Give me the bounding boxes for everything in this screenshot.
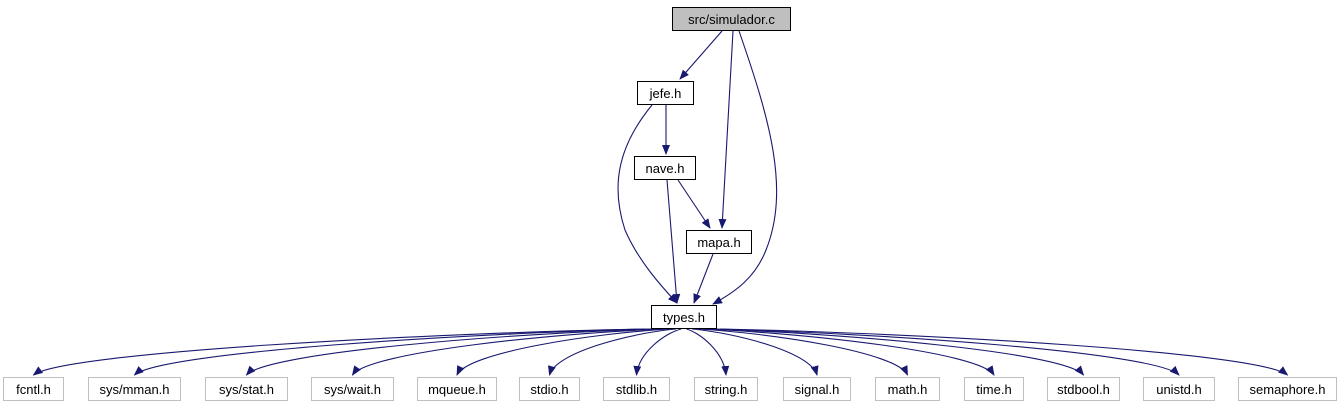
edge-simulador-to-types	[712, 30, 778, 305]
node-nave-h[interactable]: nave.h	[634, 156, 696, 180]
edge-simulador-to-jefe	[679, 30, 723, 80]
edge-simulador-to-mapa	[718, 30, 734, 229]
node-sys-mman-h[interactable]: sys/mman.h	[88, 377, 181, 401]
node-mapa-h[interactable]: mapa.h	[686, 230, 752, 254]
edge-types-to-fcntl	[32, 328, 646, 376]
edge-types-to-semaphore	[720, 328, 1289, 376]
node-math-h[interactable]: math.h	[875, 377, 940, 401]
node-time-h[interactable]: time.h	[964, 377, 1024, 401]
edge-types-to-stdio	[548, 328, 676, 376]
node-sys-stat-h[interactable]: sys/stat.h	[205, 377, 288, 401]
edge-nave-to-types	[666, 179, 681, 304]
node-fcntl-h[interactable]: fcntl.h	[3, 377, 64, 401]
node-signal-h[interactable]: signal.h	[783, 377, 851, 401]
node-string-h[interactable]: string.h	[694, 377, 758, 401]
edge-types-to-math	[697, 328, 908, 376]
node-sys-wait-h[interactable]: sys/wait.h	[311, 377, 394, 401]
edge-nave-to-mapa	[677, 179, 711, 229]
edge-types-to-unistd	[713, 328, 1180, 376]
edge-types-to-mqueue	[456, 328, 671, 376]
node-unistd-h[interactable]: unistd.h	[1143, 377, 1215, 401]
node-simulador-c[interactable]: src/simulador.c	[672, 7, 791, 31]
edge-types-to-stdbool	[707, 328, 1085, 376]
node-stdbool-h[interactable]: stdbool.h	[1047, 377, 1120, 401]
edge-mapa-to-types	[693, 253, 714, 304]
edge-types-to-wait	[351, 328, 665, 376]
edge-types-to-signal	[691, 328, 819, 376]
node-stdlib-h[interactable]: stdlib.h	[603, 377, 670, 401]
node-stdio-h[interactable]: stdio.h	[519, 377, 580, 401]
edge-types-to-stdlib	[633, 328, 682, 376]
edge-types-to-time	[702, 328, 995, 376]
node-jefe-h[interactable]: jefe.h	[637, 81, 694, 105]
node-types-h[interactable]: types.h	[651, 305, 717, 329]
edge-types-to-mman	[133, 328, 652, 376]
node-mqueue-h[interactable]: mqueue.h	[417, 377, 497, 401]
edge-jefe-to-types	[617, 104, 678, 304]
node-semaphore-h[interactable]: semaphore.h	[1238, 377, 1337, 401]
edge-types-to-stat	[245, 328, 658, 376]
edge-types-to-string	[686, 328, 730, 376]
